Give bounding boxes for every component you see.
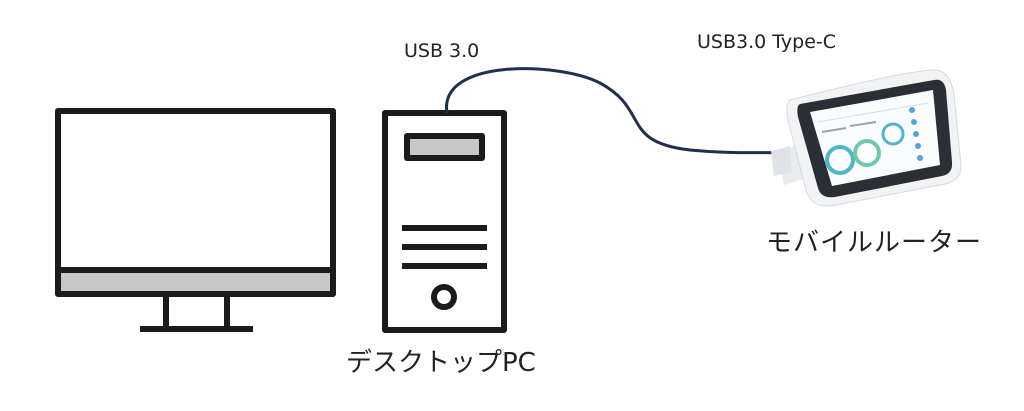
mobile-router-icon: [771, 69, 962, 207]
usb-pc-label: USB 3.0: [404, 40, 480, 62]
desktop-pc-label: デスクトップPC: [346, 348, 536, 378]
desktop-tower-icon: [382, 110, 507, 333]
usb-cable: [445, 67, 796, 155]
mobile-router-label: モバイルルーター: [766, 228, 983, 258]
usb-router-label: USB3.0 Type-C: [697, 31, 837, 53]
monitor-icon: [55, 108, 336, 332]
